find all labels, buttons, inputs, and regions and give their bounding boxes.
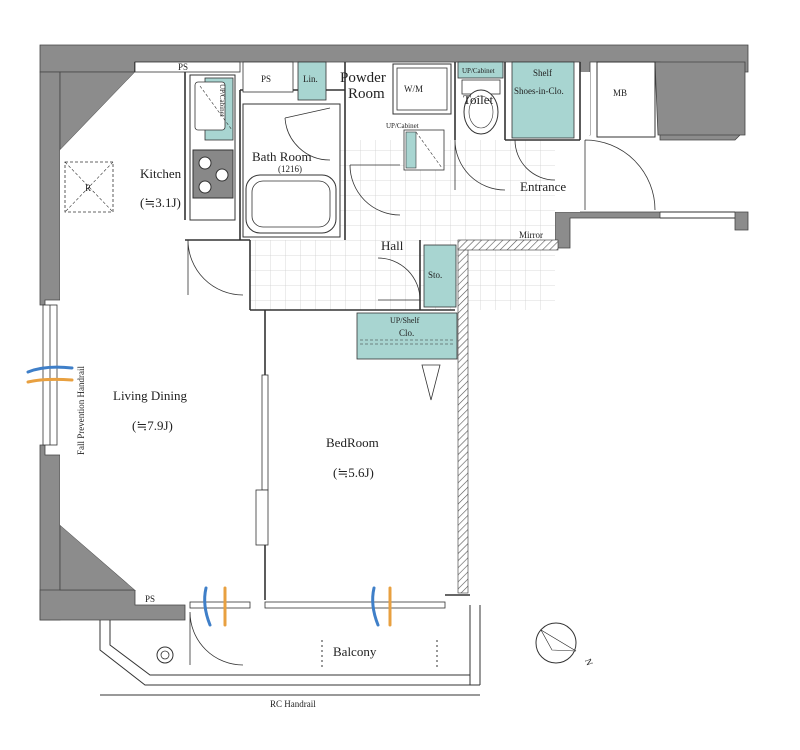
mirror-label: Mirror — [519, 230, 543, 240]
storage-label: Sto. — [428, 270, 442, 280]
partition-wall-hatched — [457, 247, 469, 594]
bath-label: Bath Room — [252, 149, 312, 164]
entrance-label: Entrance — [520, 179, 566, 194]
mb-label: MB — [613, 88, 627, 98]
bedroom-closet — [356, 312, 458, 360]
north-label: N — [583, 657, 595, 667]
bath-size: (1216) — [278, 164, 302, 174]
kitchen-label: Kitchen — [140, 166, 182, 181]
closet-top-label: UP/Shelf — [390, 316, 420, 325]
storage-closet — [423, 244, 457, 308]
left-window — [42, 304, 58, 446]
bathtub — [245, 174, 337, 234]
kitchen-size: (≒3.1J) — [140, 195, 181, 210]
airflow-indicators — [26, 365, 392, 627]
shoes-in-closet — [511, 61, 575, 139]
ps-top-label: PS — [178, 62, 188, 72]
ps-top-box — [134, 61, 241, 73]
ps-bottom-label: PS — [145, 594, 155, 604]
rc-handrail-label: RC Handrail — [270, 699, 316, 709]
closet-label: Clo. — [399, 328, 414, 338]
powder-label-1: Powder — [340, 70, 386, 86]
toilet-cabinet-label: UP/Cabinet — [462, 67, 495, 75]
ps-mid-box — [242, 61, 294, 93]
toilet-label: Toilet — [463, 92, 494, 107]
powder-label-2: Room — [348, 86, 385, 102]
refrigerator-label: R — [85, 183, 91, 193]
lin-label: Lin. — [303, 74, 318, 84]
bedroom-size: (≒5.6J) — [333, 465, 374, 480]
powder-cabinet-label: UP/Cabinet — [386, 122, 419, 130]
bottom-windows — [189, 594, 470, 609]
living-label: Living Dining — [113, 388, 188, 403]
shoes-label: Shoes-in-Clo. — [514, 86, 564, 96]
wm-label: W/M — [404, 84, 423, 94]
toilet-cabinet — [457, 61, 504, 79]
linen-closet — [297, 61, 327, 101]
balcony-label: Balcony — [333, 644, 377, 659]
north-compass — [535, 622, 577, 664]
meter-box — [596, 61, 656, 138]
ps-mid-label: PS — [261, 74, 271, 84]
kitchen-cabinet-label: UP/Cabinet — [218, 84, 226, 117]
fall-prevention-label: Fall Prevention Handrail — [76, 366, 86, 455]
living-size: (≒7.9J) — [132, 418, 173, 433]
shelf-label: Shelf — [533, 68, 552, 78]
door-swings — [187, 139, 656, 666]
sliding-partition — [255, 374, 269, 546]
bedroom-label: BedRoom — [326, 435, 379, 450]
hall-label: Hall — [381, 238, 404, 253]
balcony-outline — [99, 605, 481, 696]
